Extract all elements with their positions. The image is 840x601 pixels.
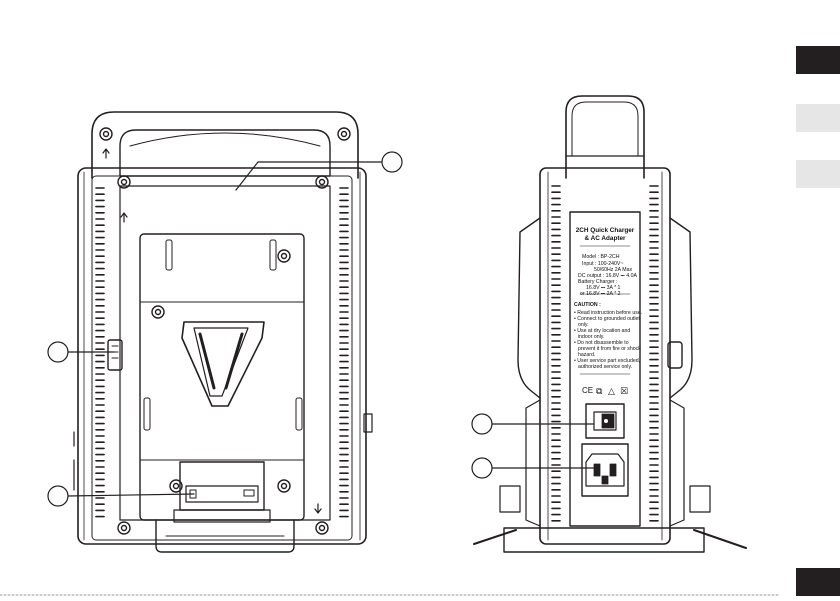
label-spec-line-6: 16.8V ⎓ 3A * 1 xyxy=(586,285,621,291)
v-mount-plate xyxy=(139,233,305,521)
label-caution-line-1: • Read instruction before use. xyxy=(574,310,642,316)
side-handle xyxy=(565,95,645,179)
side-cable-left xyxy=(473,529,517,545)
front-handle-inner xyxy=(119,129,331,177)
side-knob xyxy=(667,341,683,369)
side-body xyxy=(539,167,671,545)
section-tab-3 xyxy=(796,160,840,188)
label-spec-line-4: DC output : 16.8V ⎓ 4.0A xyxy=(578,273,637,279)
front-handle-outer xyxy=(91,111,359,179)
front-view xyxy=(73,111,373,553)
cert-mark-ce: CE xyxy=(582,386,593,395)
label-spec-line-2: Input : 100-240V~ xyxy=(582,261,623,267)
label-caution-title: CAUTION : xyxy=(574,302,601,308)
side-view: 2CH Quick Charger & AC Adapter Model : B… xyxy=(473,95,747,553)
label-spec-line-7: or 16.8V ⎓ 2A * 2 xyxy=(580,291,621,297)
front-vents-right xyxy=(339,187,349,518)
callout-ac-inlet xyxy=(471,457,493,479)
label-caution-line-7: prevent it from fire or shock xyxy=(578,346,641,352)
power-switch-icon xyxy=(585,403,625,439)
cert-mark-double-insulation: ⧉ xyxy=(596,387,603,397)
section-tab-2 xyxy=(796,104,840,132)
label-spec-line-3: 50/60Hz 2A Max xyxy=(594,267,632,273)
label-spec-line-5: Battery Charger : xyxy=(578,279,618,285)
section-tab-active xyxy=(796,46,840,74)
label-caution-line-10: authorized service only. xyxy=(578,364,632,370)
label-caution-line-8: hazard. xyxy=(578,352,595,358)
front-release-latch xyxy=(173,461,271,523)
label-caution-line-9: • User service part excluded, xyxy=(574,358,640,364)
cert-mark-indoor: △ xyxy=(608,387,615,397)
label-caution-line-3: only. xyxy=(578,322,589,328)
side-cable-right xyxy=(693,529,747,549)
callout-release-latch xyxy=(47,485,69,507)
page-number-tab xyxy=(796,568,840,596)
label-title-line-2: & AC Adapter xyxy=(584,235,626,242)
callouts xyxy=(47,151,595,507)
ac-inlet-icon xyxy=(581,443,629,497)
down-arrow-icon xyxy=(314,503,322,514)
callout-power-switch xyxy=(471,413,493,435)
side-vents-left xyxy=(551,185,561,522)
front-handle-grip xyxy=(129,132,321,147)
v-mount-plate-icon xyxy=(181,321,265,407)
label-spec-line-1: Model : BP-2CH xyxy=(582,254,620,260)
label-title-line-1: 2CH Quick Charger xyxy=(576,227,635,234)
label-caution-line-6: • Do not disassemble to xyxy=(574,340,629,346)
front-lock-lever xyxy=(107,339,123,371)
label-caution-line-5: indoor only. xyxy=(578,334,604,340)
callout-lock-lever xyxy=(47,341,69,363)
front-vents-left xyxy=(95,187,105,518)
front-body-inner xyxy=(91,175,353,541)
spec-label-text: 2CH Quick Charger & AC Adapter Model : B… xyxy=(574,227,642,397)
callout-handle xyxy=(381,151,403,173)
front-screws xyxy=(99,127,351,535)
label-caution-line-4: • Use at dry location and xyxy=(574,328,630,334)
cert-mark-weee: ☒ xyxy=(620,387,628,397)
side-vents-right xyxy=(649,185,659,522)
label-caution-line-2: • Connect to grounded outlet xyxy=(574,316,640,322)
front-body xyxy=(77,167,367,545)
spec-label-panel xyxy=(569,211,641,527)
front-plate-frame xyxy=(119,185,331,521)
up-arrow-icon xyxy=(102,148,128,223)
